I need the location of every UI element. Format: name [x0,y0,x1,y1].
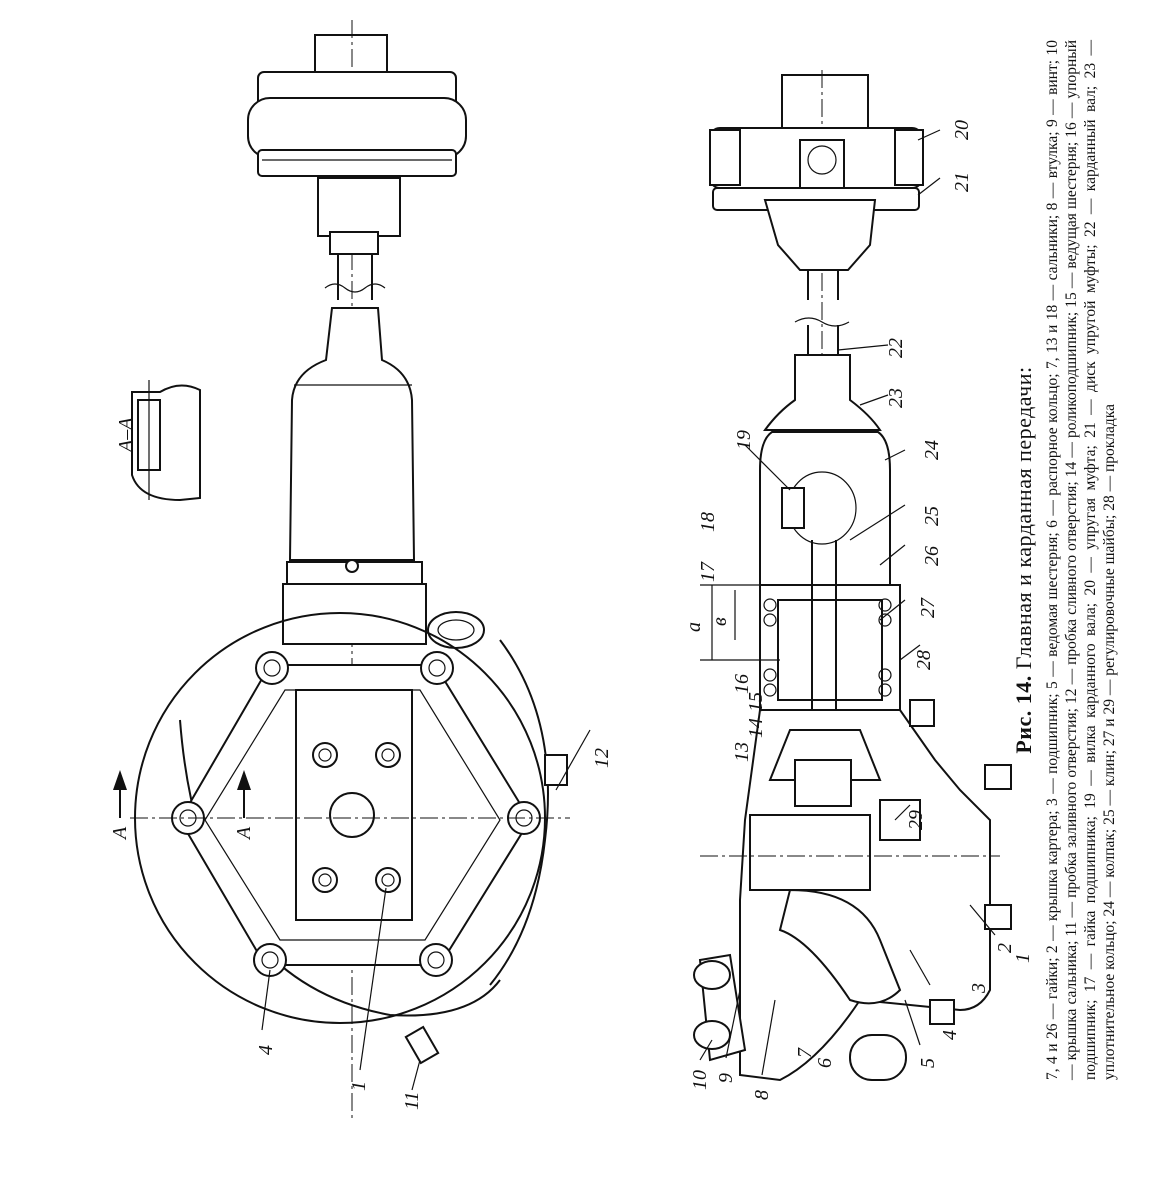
callout-left-1: 1 [348,1081,370,1091]
callout-left-12: 12 [591,748,613,768]
block-bolt [312,742,401,893]
callout-14: 14 [745,718,767,738]
callout-26: 26 [921,546,943,566]
caption-legend: 7, 4 и 26 — гайки; 2 — крышка картера; 3… [1044,40,1118,1080]
callout-8: 8 [751,1090,773,1100]
callout-27: 27 [917,597,939,618]
right-callouts: 10 9 8 6 7 5 4 3 2 1 29 13 14 15 16 28 2… [689,120,1034,1100]
section-marker-a-left: А [109,826,131,841]
callout-28: 28 [913,650,935,670]
callout-5: 5 [917,1058,939,1068]
section-a-a-detail: А–А [115,380,201,502]
callout-4-right: 4 [939,1030,961,1040]
figure-caption: Рис. 14. Главная и карданная передачи: 7… [1011,40,1161,1080]
figure-title: Главная и карданная передачи: [1011,366,1036,670]
callout-17: 17 [697,561,719,582]
bearing-roller [763,598,892,697]
callout-6: 6 [814,1058,836,1068]
callout-9: 9 [715,1073,737,1083]
figure-label: Рис. 14. [1011,675,1036,754]
section-marker-a-right: А [233,826,255,841]
callout-22: 22 [885,338,907,358]
dimension-a: а [683,622,705,632]
section-label: А–А [115,417,137,454]
callout-16: 16 [731,674,753,694]
perimeter-nut [171,651,541,977]
callout-left-11: 11 [401,1091,423,1110]
callout-left-4: 4 [255,1045,277,1055]
left-callouts: 4 1 11 12 [255,729,613,1110]
callout-25: 25 [921,506,943,526]
callout-19: 19 [733,430,755,450]
caption-title: Рис. 14. Главная и карданная передачи: [1011,40,1037,1080]
callout-23: 23 [885,388,907,408]
callout-15: 15 [745,692,767,712]
callout-7: 7 [794,1047,816,1058]
left-external-view: А А [109,20,570,1120]
right-section-view: а в [683,70,1012,1082]
callout-20: 20 [951,120,973,140]
callout-18: 18 [697,512,719,532]
callout-24: 24 [921,440,943,460]
dimension-b: в [709,617,731,626]
callout-21: 21 [951,172,973,192]
housing-nut [909,699,1012,1025]
callout-29: 29 [905,810,927,830]
callout-3: 3 [968,983,990,994]
callout-10: 10 [689,1070,711,1090]
callout-2: 2 [994,943,1016,953]
callout-13: 13 [731,742,753,762]
callout-1-right: 1 [1012,953,1034,963]
